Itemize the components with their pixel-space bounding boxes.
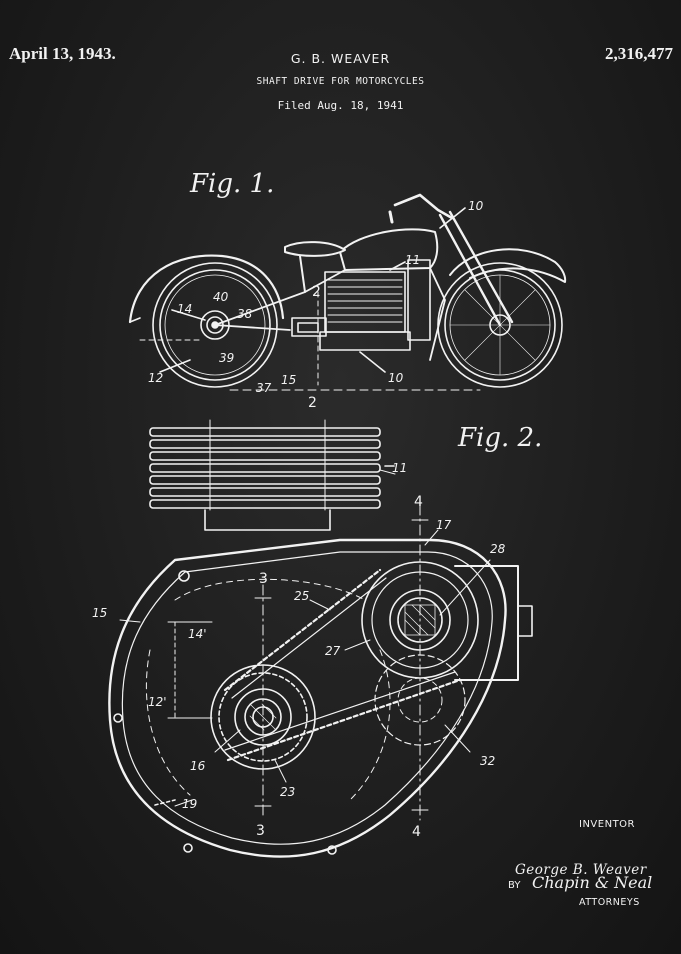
inventor-name: George B. Weaver — [515, 862, 647, 878]
ref-numeral: 38 — [237, 307, 253, 321]
ref-numeral: 40 — [213, 290, 229, 304]
ref-numeral: 15 — [281, 373, 296, 387]
ref-numeral: 12' — [148, 695, 167, 709]
ref-numeral: 17 — [436, 518, 452, 532]
section-label: 2 — [312, 284, 321, 300]
ref-numeral: 16 — [190, 759, 206, 773]
ref-numeral: 15 — [92, 606, 107, 620]
fig2-reference-numerals: 11 4 17 28 3 25 15 14' 27 12' 16 23 32 1… — [92, 461, 506, 840]
patent-number: 2,316,477 — [605, 44, 673, 63]
ref-numeral: 28 — [490, 542, 506, 556]
ref-numeral: 39 — [219, 351, 234, 365]
fig2-label: Fig. 2. — [457, 423, 542, 453]
section-label: 3 — [259, 571, 268, 587]
section-label: 2 — [308, 395, 317, 411]
ref-numeral: 10 — [468, 199, 484, 213]
fig2-drive-housing — [108, 538, 533, 858]
attorney-signature: Chapin & Neal — [532, 873, 653, 892]
fig1-engine — [291, 259, 431, 351]
by-label: BY — [508, 880, 521, 891]
fig2-chain — [223, 568, 462, 762]
ref-numeral: 10 — [388, 371, 404, 385]
attorneys-label: ATTORNEYS — [579, 897, 640, 908]
section-label: 3 — [256, 823, 265, 839]
ref-numeral: 12 — [148, 371, 163, 385]
ref-numeral: 19 — [182, 797, 197, 811]
inventor-label: INVENTOR — [579, 819, 635, 830]
section-label: 4 — [412, 824, 421, 840]
ref-numeral: 25 — [294, 589, 309, 603]
patent-date: April 13, 1943. — [9, 44, 116, 63]
fig1-reference-numerals: 10 11 2 40 14 38 39 12 37 15 10 2 — [148, 199, 484, 411]
ref-numeral: 32 — [480, 754, 495, 768]
fig2-cylinder — [149, 419, 395, 531]
fig1-motorcycle: Fig. 1. — [128, 169, 567, 391]
fig1-label: Fig. 1. — [189, 169, 274, 199]
filed-date: Filed Aug. 18, 1941 — [277, 99, 404, 112]
ref-numeral: 11 — [405, 253, 420, 267]
inventor-header: G. B. WEAVER — [290, 51, 391, 66]
fig2-section-lines — [119, 504, 429, 821]
fig2-leader-lines — [174, 469, 491, 807]
rear-fender — [128, 254, 285, 324]
section-label: 4 — [414, 494, 423, 510]
ref-numeral: 14' — [188, 627, 207, 641]
ref-numeral: 23 — [280, 785, 295, 799]
ref-numeral: 11 — [392, 461, 407, 475]
ref-numeral: 27 — [325, 644, 341, 658]
ref-numeral: 37 — [256, 381, 272, 395]
ref-numeral: 14 — [177, 302, 192, 316]
patent-title: SHAFT DRIVE FOR MOTORCYCLES — [256, 76, 425, 87]
